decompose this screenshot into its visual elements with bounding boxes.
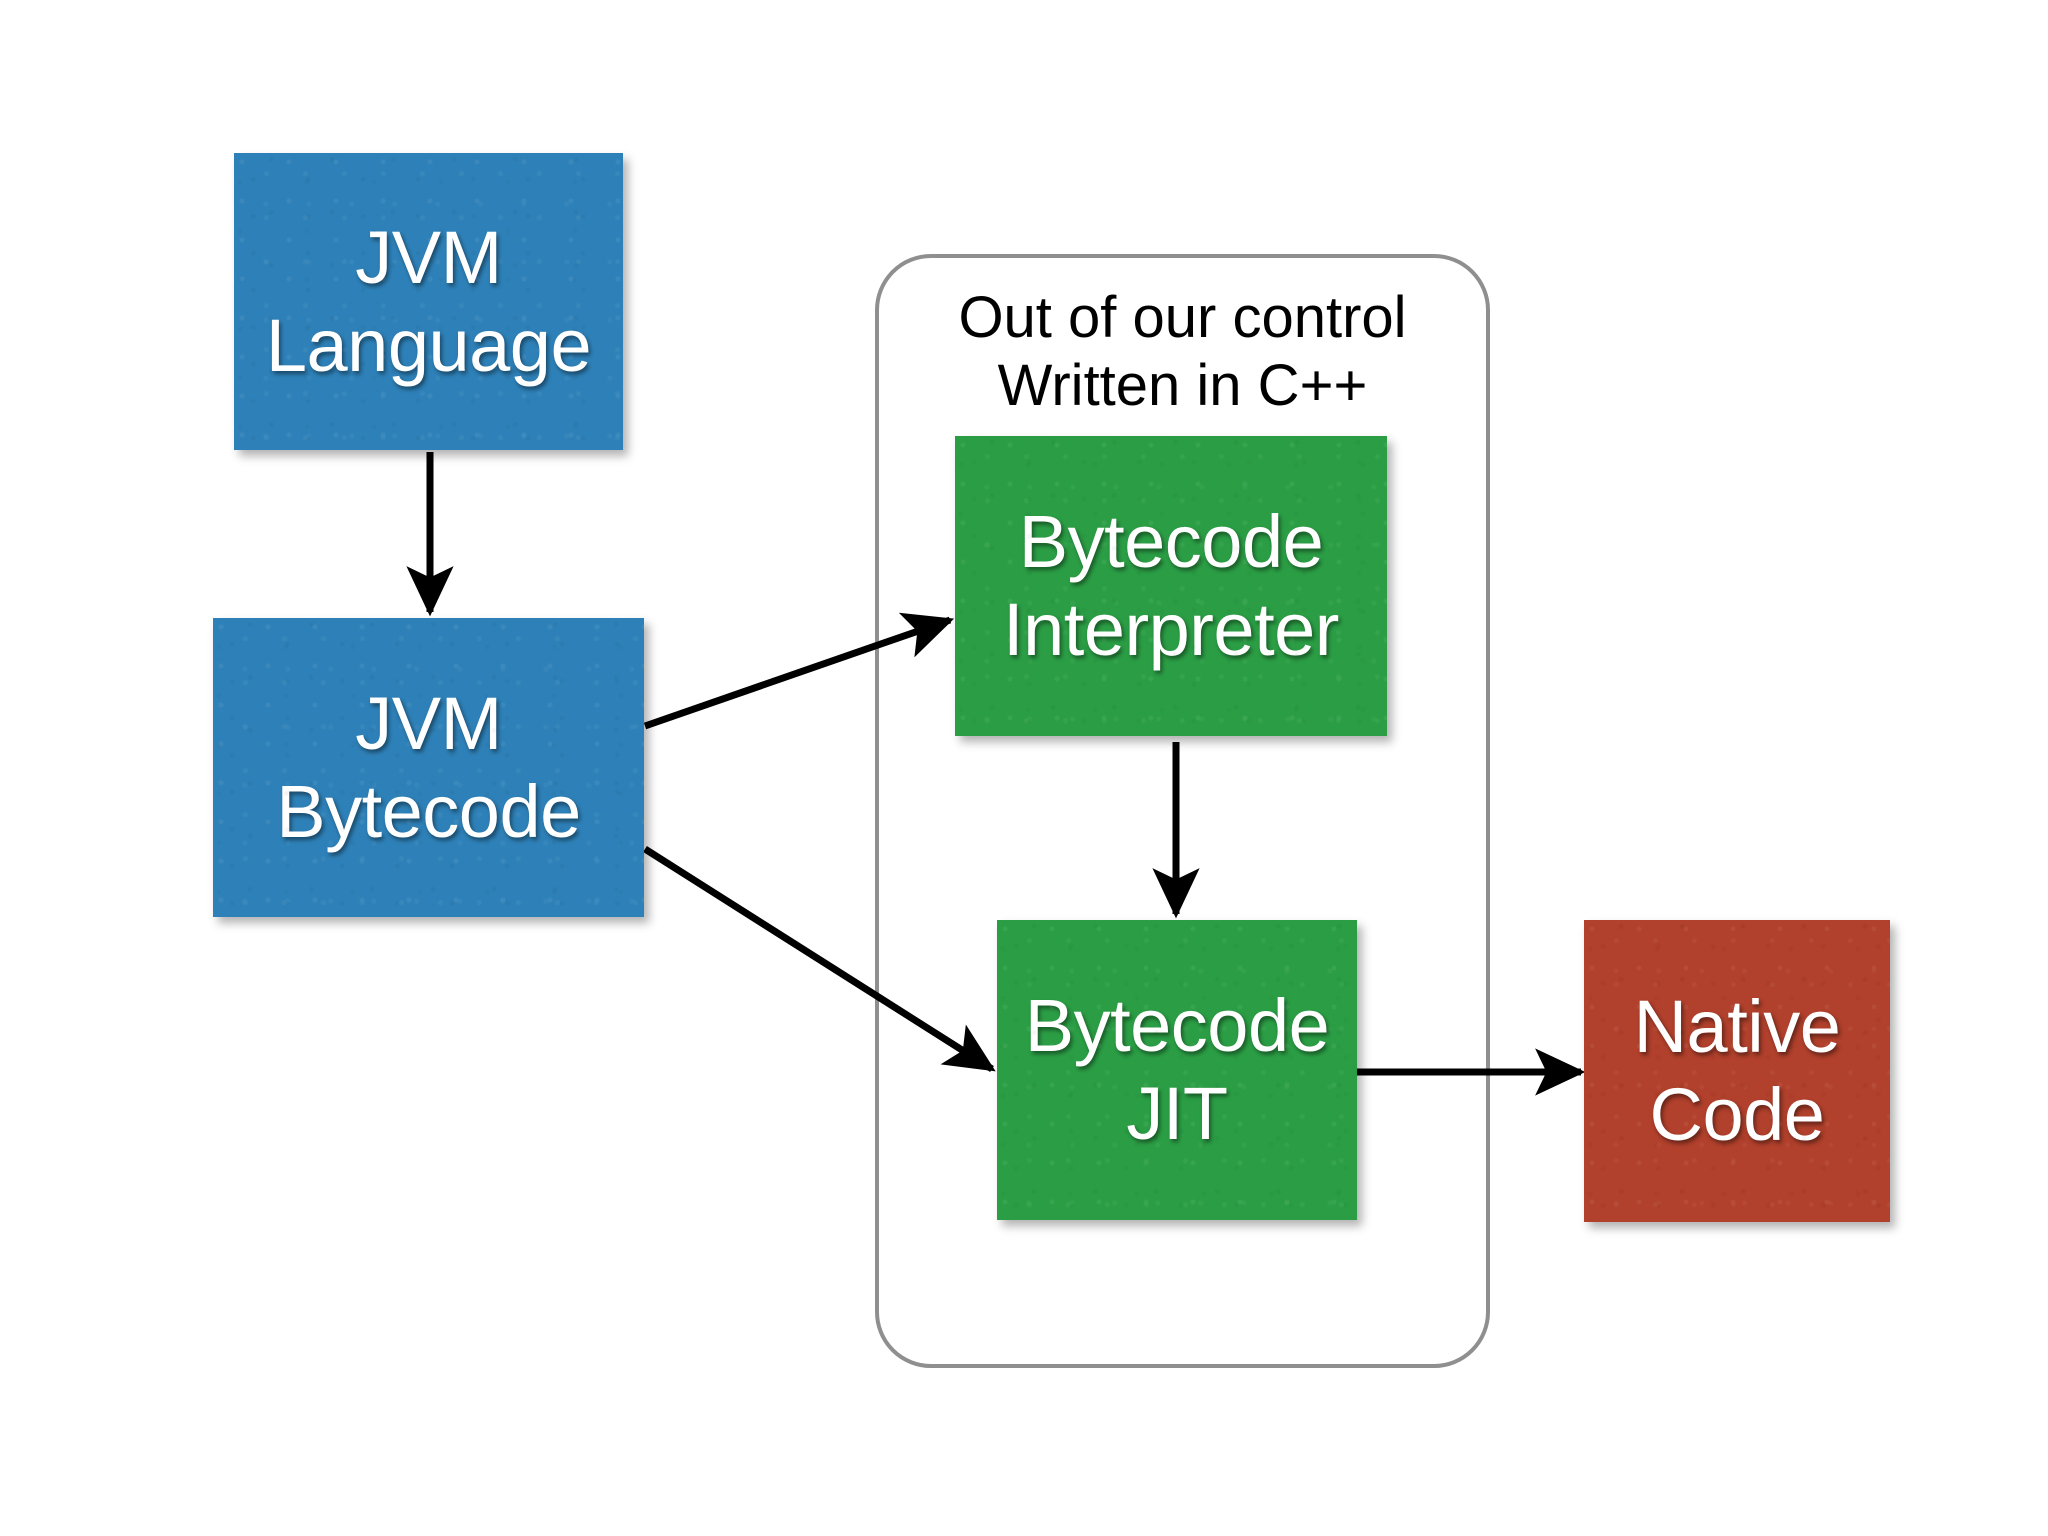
node-jvm-bytecode-line-2: Bytecode xyxy=(276,769,581,853)
node-bytecode-interpreter[interactable]: Bytecode Interpreter xyxy=(955,436,1387,736)
group-caption-line-1: Out of our control xyxy=(958,285,1407,350)
node-bytecode-interpreter-line-2: Interpreter xyxy=(1003,588,1339,671)
group-caption-line-2: Written in C++ xyxy=(997,353,1368,418)
node-jvm-language-line-2: Language xyxy=(265,303,592,387)
node-jvm-bytecode-line-1: JVM xyxy=(355,681,502,765)
node-bytecode-jit-line-1: Bytecode xyxy=(1024,984,1330,1067)
node-native-code-line-2: Code xyxy=(1649,1073,1825,1156)
node-jvm-language-line-1: JVM xyxy=(355,215,502,299)
node-jvm-bytecode[interactable]: JVM Bytecode xyxy=(213,618,644,917)
node-bytecode-interpreter-line-1: Bytecode xyxy=(1018,500,1324,583)
node-bytecode-jit-line-2: JIT xyxy=(1126,1072,1228,1155)
node-native-code-line-1: Native xyxy=(1633,985,1841,1068)
out-of-our-control-group xyxy=(875,254,1490,1368)
node-jvm-language[interactable]: JVM Language xyxy=(234,153,623,450)
node-bytecode-jit[interactable]: Bytecode JIT xyxy=(997,920,1357,1220)
node-native-code[interactable]: Native Code xyxy=(1584,920,1890,1222)
group-caption: Out of our control Written in C++ xyxy=(875,284,1490,420)
